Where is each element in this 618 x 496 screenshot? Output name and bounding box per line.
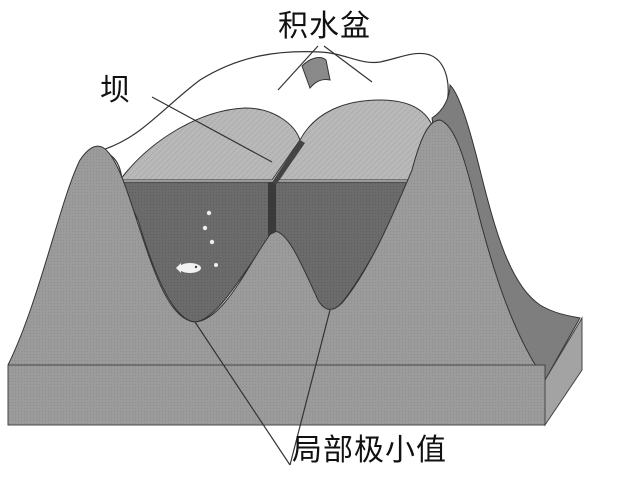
leader-line-basin-left — [277, 45, 319, 91]
bubble — [214, 263, 218, 267]
front-terrain — [7, 119, 546, 382]
bubble — [206, 210, 212, 216]
back-slope-right — [274, 99, 433, 181]
base-block-side — [544, 316, 583, 427]
bubble — [209, 239, 215, 245]
leader-line-dam — [151, 96, 273, 163]
dam-top-section — [301, 57, 331, 89]
leader-line-minima-right — [289, 309, 331, 466]
catchment-basin-label: 积水盆 — [278, 9, 371, 44]
dam-label: 坝 — [100, 73, 131, 108]
dam-wall — [268, 182, 276, 236]
fish-icon — [176, 263, 201, 273]
dam-top-crest — [272, 140, 305, 185]
local-minima-label: 局部极小值 — [292, 433, 447, 468]
back-slope-left — [118, 107, 301, 181]
leader-line-minima-left — [194, 321, 291, 466]
base-block-front — [7, 364, 546, 426]
bubble — [202, 225, 208, 231]
leader-line-basin-right — [323, 45, 373, 83]
